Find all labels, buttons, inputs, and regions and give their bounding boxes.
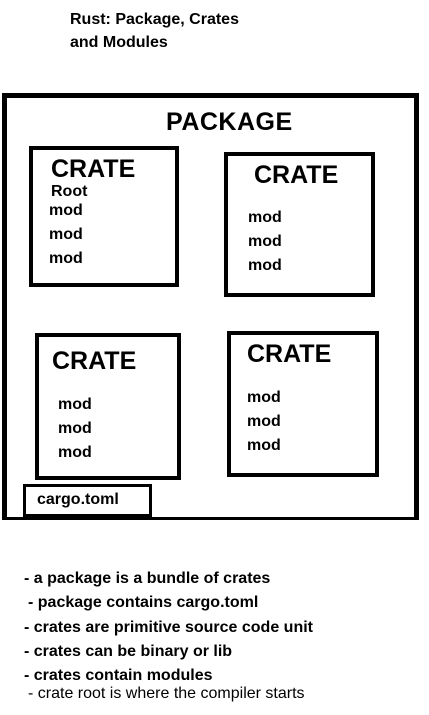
cargo-toml-box: [23, 484, 152, 517]
crate-box-4: [227, 331, 379, 477]
package-label: PACKAGE: [166, 108, 293, 136]
crate-4-mod-2: mod: [247, 413, 281, 430]
crate-box-3: [35, 333, 181, 480]
note-4: - crates can be binary or lib: [24, 643, 233, 660]
crate-4-mod-3: mod: [247, 437, 281, 454]
note-3: - crates are primitive source code unit: [24, 619, 313, 636]
note-5: - crates contain modules: [24, 667, 213, 684]
crate-4-mod-1: mod: [247, 389, 281, 406]
crate-1-mod-2: mod: [49, 226, 83, 243]
crate-box-2: [224, 152, 375, 297]
title-line-1: Rust: Package, Crates: [70, 11, 239, 28]
crate-3-mod-1: mod: [58, 396, 92, 413]
diagram-title: Rust: Package, Crates and Modules: [70, 8, 330, 54]
note-1: - a package is a bundle of crates: [24, 570, 271, 587]
package-box: [2, 93, 419, 520]
title-line-2: and Modules: [70, 34, 168, 51]
crate-label-1: CRATE: [51, 155, 136, 183]
crate-box-1: [29, 146, 179, 287]
crate-2-mod-3: mod: [248, 257, 282, 274]
crate-3-mod-2: mod: [58, 420, 92, 437]
note-2: - package contains cargo.toml: [28, 594, 259, 611]
crate-2-mod-1: mod: [248, 209, 282, 226]
cargo-toml-label: cargo.toml: [37, 491, 119, 508]
crate-3-mod-3: mod: [58, 444, 92, 461]
note-6: - crate root is where the compiler start…: [28, 685, 305, 702]
crate-1-mod-1: mod: [49, 202, 83, 219]
crate-label-4: CRATE: [247, 340, 332, 368]
crate-label-2: CRATE: [254, 161, 339, 189]
crate-label-3: CRATE: [52, 347, 137, 375]
crate-1-mod-3: mod: [49, 250, 83, 267]
crate-2-mod-2: mod: [248, 233, 282, 250]
crate-root-label: Root: [51, 183, 88, 200]
